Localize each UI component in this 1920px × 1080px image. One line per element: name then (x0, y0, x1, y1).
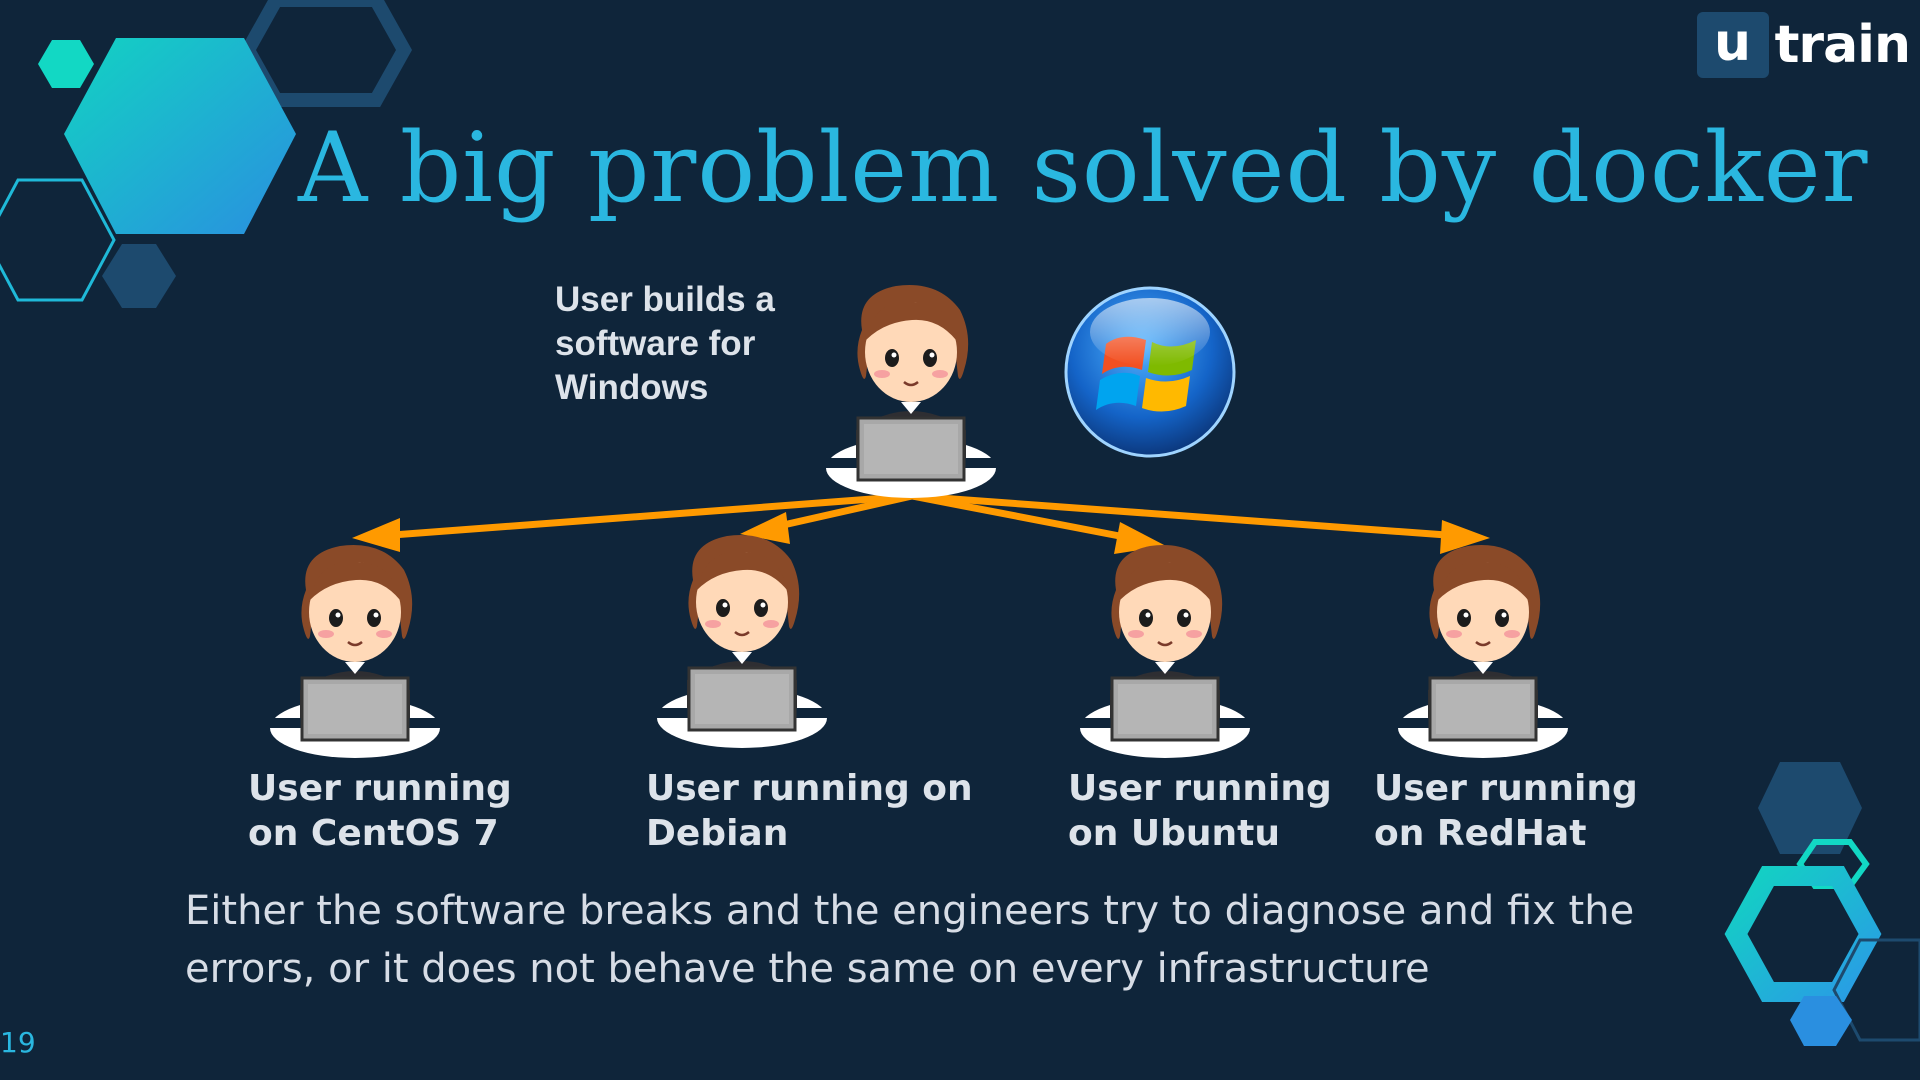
label-ubuntu-line1: User running (1068, 768, 1332, 809)
label-debian: User running on Debian (646, 766, 973, 856)
hex-shape (1832, 938, 1920, 1042)
label-debian-line2: Debian (646, 813, 789, 854)
label-ubuntu-line2: on Ubuntu (1068, 813, 1280, 854)
hex-shape (1724, 866, 1882, 1002)
label-redhat-line1: User running (1374, 768, 1638, 809)
hex-shape (0, 178, 116, 302)
label-ubuntu: User running on Ubuntu (1068, 766, 1332, 856)
slide-title: A big problem solved by docker (298, 112, 1869, 224)
hex-shape (1790, 996, 1852, 1046)
arrowhead-centos (352, 518, 400, 552)
user-avatar-ubuntu (1080, 545, 1250, 758)
label-redhat-line2: on RedHat (1374, 813, 1587, 854)
utrain-logo: u train (1696, 12, 1911, 78)
slide-body-text: Either the software breaks and the engin… (185, 888, 1635, 992)
arrow-to-centos (376, 492, 916, 540)
user-avatar-source (826, 285, 996, 498)
logo-mark: u (1696, 12, 1769, 78)
page-number: 19 (0, 1026, 36, 1059)
user-avatar-debian (657, 535, 827, 748)
label-redhat: User running on RedHat (1374, 766, 1638, 856)
source-user-caption: User builds a software for Windows (555, 280, 775, 407)
arrow-to-ubuntu (908, 492, 1134, 542)
label-centos-line1: User running (248, 768, 512, 809)
label-centos-line2: on CentOS 7 (248, 813, 499, 854)
logo-wordmark: train (1774, 15, 1911, 75)
hex-shape (64, 38, 296, 234)
windows-logo-icon (1064, 286, 1236, 458)
label-debian-line1: User running on (646, 768, 973, 809)
hex-shape (1758, 762, 1862, 854)
arrow-to-redhat (908, 492, 1464, 540)
user-avatar-redhat (1398, 545, 1568, 758)
hex-shape (38, 40, 94, 88)
arrow-to-debian (766, 492, 916, 532)
arrowhead-redhat (1440, 520, 1490, 554)
user-avatar-centos (270, 545, 440, 758)
hex-shape (102, 244, 176, 308)
label-centos: User running on CentOS 7 (248, 766, 512, 856)
